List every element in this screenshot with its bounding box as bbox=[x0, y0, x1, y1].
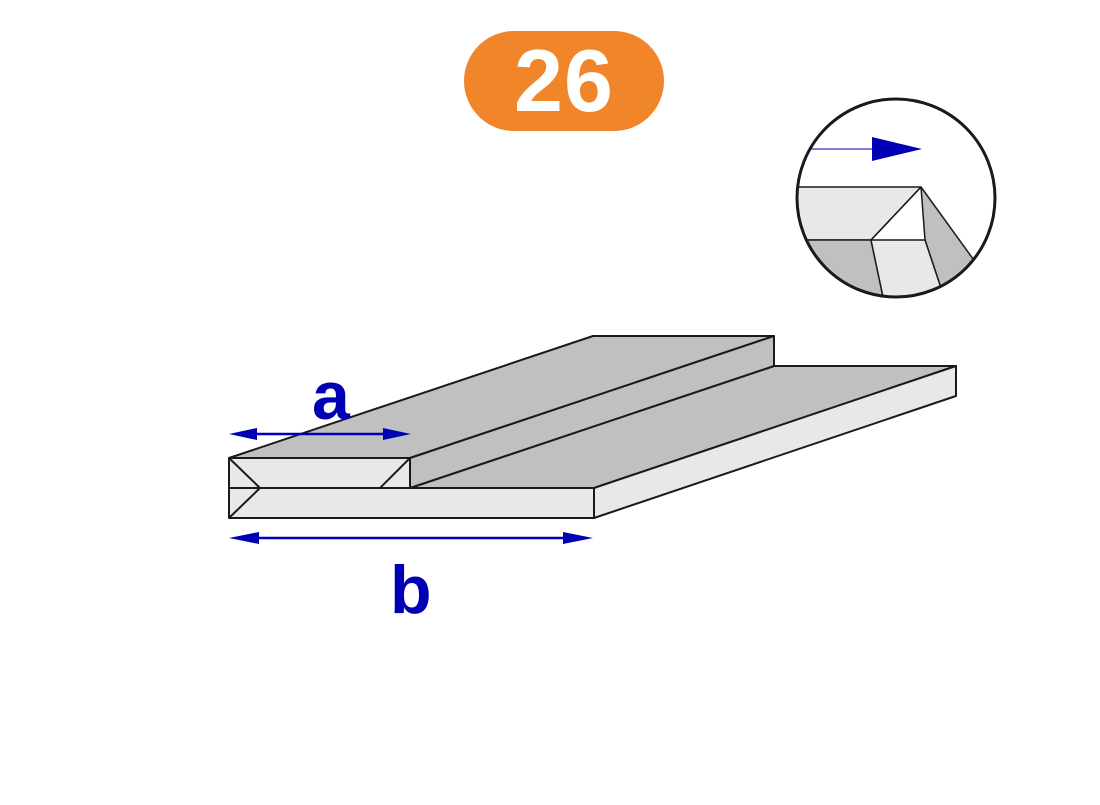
dimension-a-arrow-right bbox=[383, 428, 411, 440]
bevel-edge bbox=[228, 457, 261, 489]
dimension-a-label: a bbox=[312, 358, 350, 434]
detail-diagonal bbox=[870, 186, 922, 241]
dimension-b-label: b bbox=[390, 552, 432, 628]
detail-magnifier bbox=[795, 97, 997, 299]
base-plate-front-face bbox=[228, 487, 595, 519]
bevel-edge bbox=[379, 457, 411, 489]
dimension-a bbox=[229, 428, 411, 440]
dimension-b-arrow-right bbox=[563, 532, 593, 544]
detail-circle-border bbox=[795, 97, 997, 299]
detail-arrow-head bbox=[872, 137, 922, 161]
dimension-a-arrow-left bbox=[229, 428, 257, 440]
bevel-edge bbox=[228, 487, 261, 519]
item-number-badge: 26 bbox=[464, 31, 664, 131]
detail-bevel-face bbox=[870, 239, 956, 297]
dimension-b bbox=[229, 532, 593, 544]
profile-bar bbox=[228, 335, 957, 519]
dimension-b-arrow-left bbox=[229, 532, 259, 544]
item-number: 26 bbox=[514, 31, 614, 130]
